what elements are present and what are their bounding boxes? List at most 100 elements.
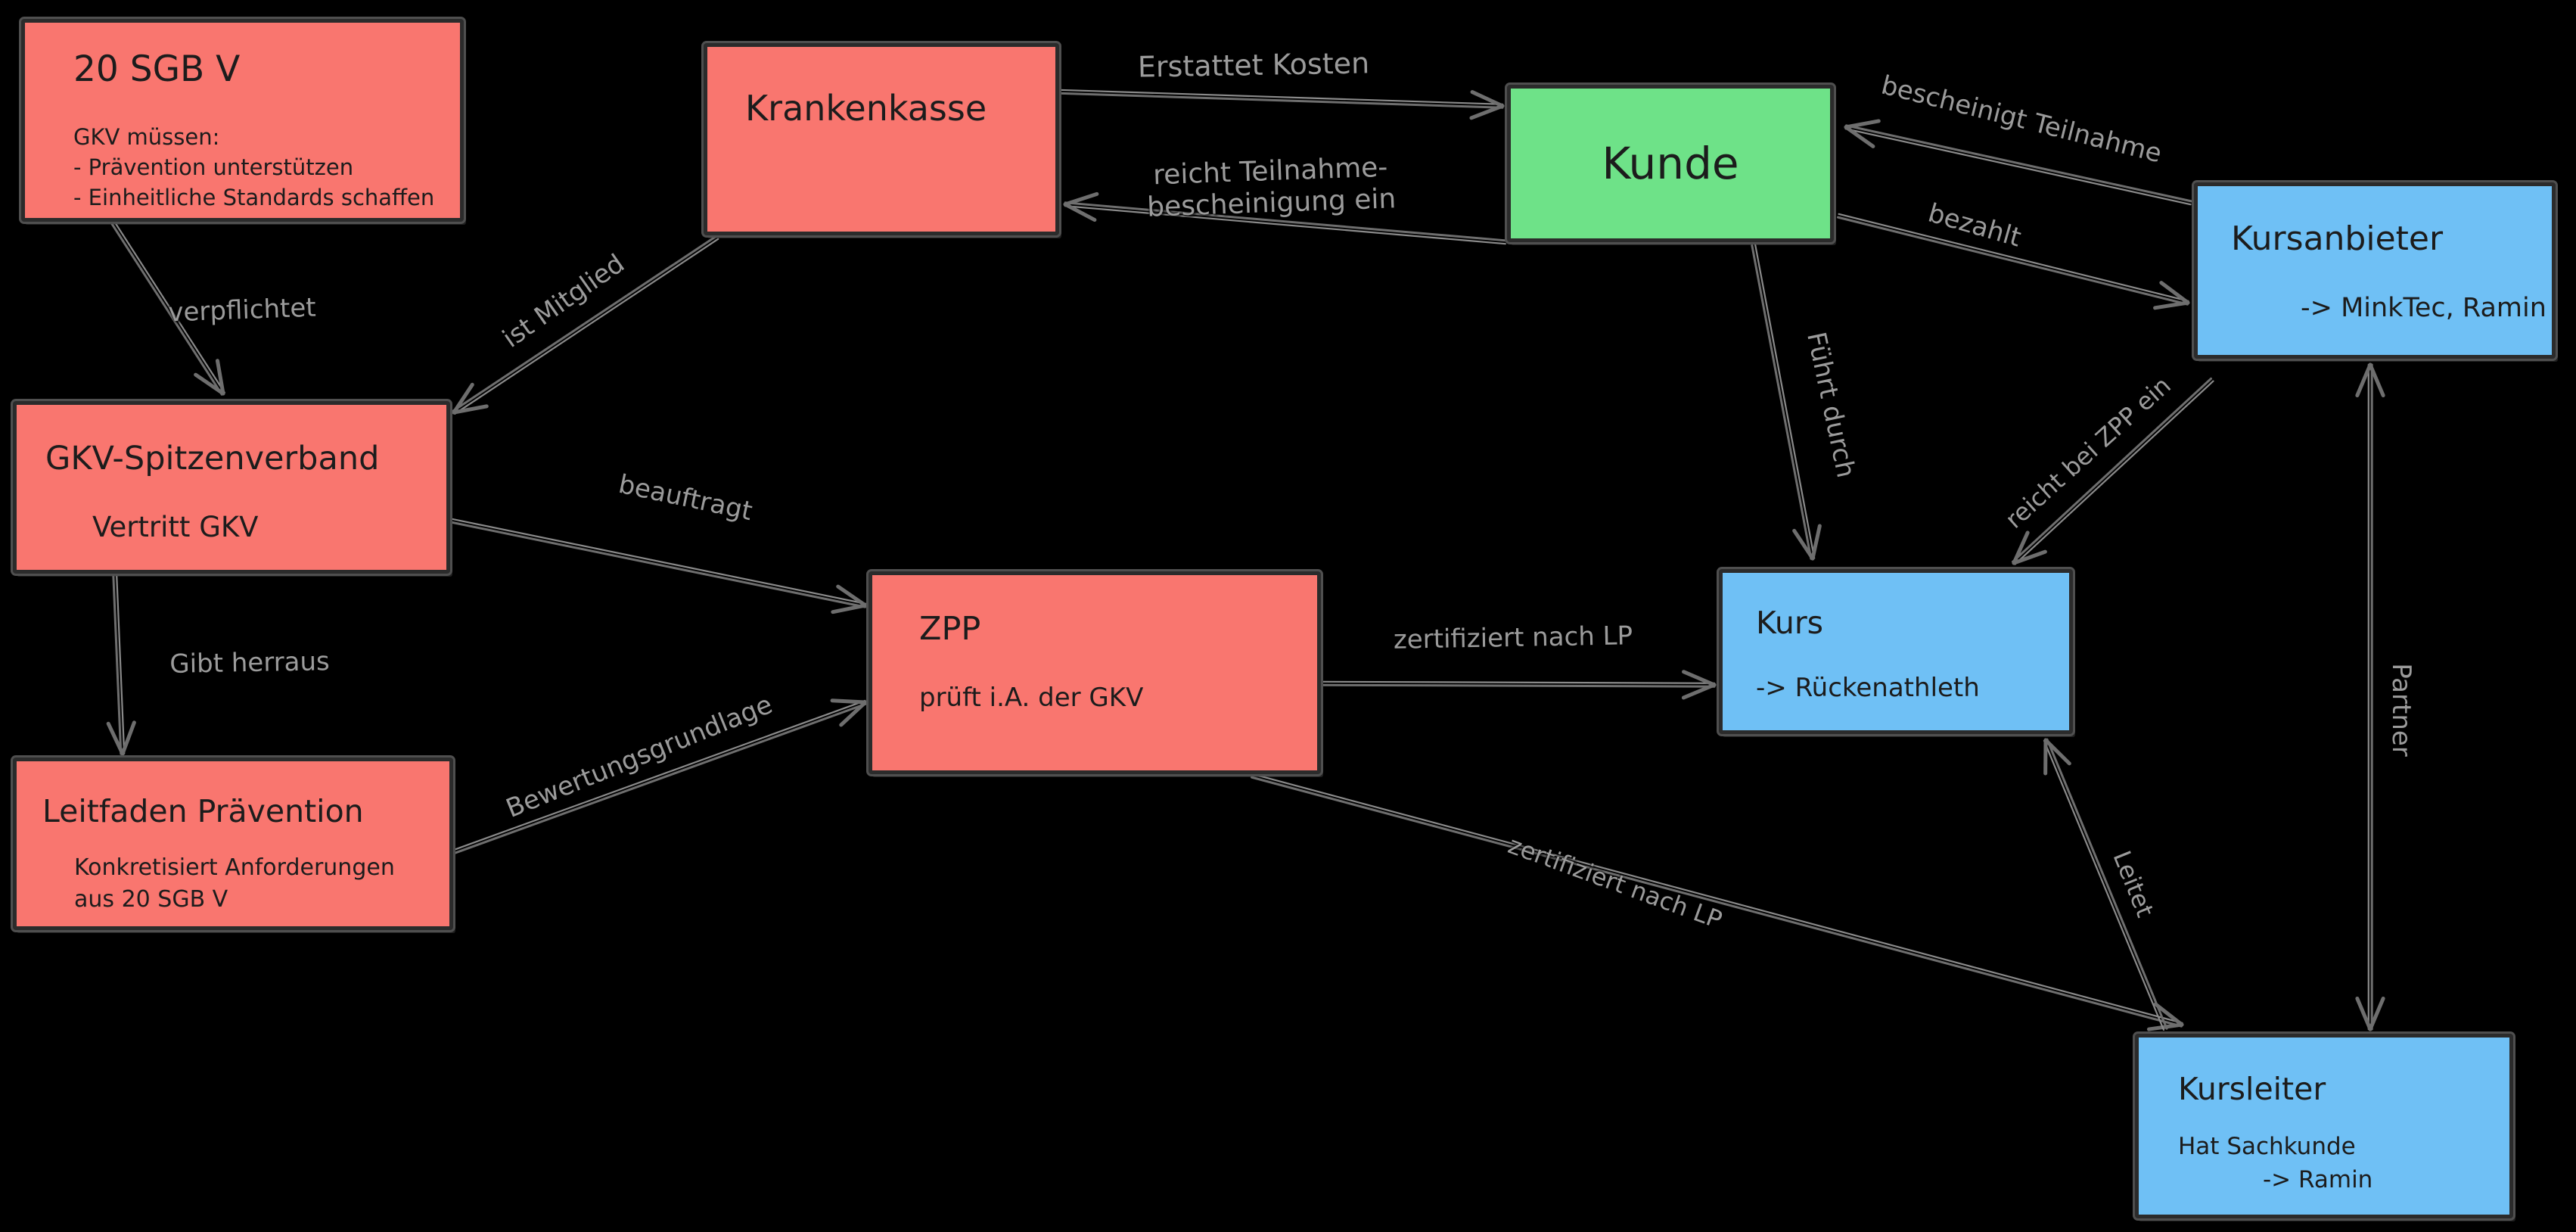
node-kunde[interactable]: Kunde xyxy=(1507,85,1834,242)
edge-stroke xyxy=(454,702,868,854)
arrowhead xyxy=(1470,90,1505,108)
edge-label: verpflichtet xyxy=(167,292,317,328)
edge-stroke xyxy=(1838,213,2189,302)
edge-stroke xyxy=(1058,89,1504,105)
edge-stroke xyxy=(2046,738,2168,1030)
arrowhead xyxy=(1810,524,1822,561)
edge-fuehrt-durch xyxy=(1751,244,1822,561)
edge-stroke xyxy=(1064,205,1506,245)
edge-stroke xyxy=(1064,201,1507,242)
arrowhead xyxy=(2146,1022,2184,1031)
edge-stroke xyxy=(1321,683,1716,688)
arrowhead xyxy=(839,700,868,727)
node-title: Leitfaden Prävention xyxy=(42,793,364,829)
edge-label: bezahlt xyxy=(1925,198,2024,254)
node-title: Kursleiter xyxy=(2178,1071,2326,1107)
edge-stroke xyxy=(1321,680,1716,684)
arrowhead xyxy=(194,372,225,396)
edge-stroke xyxy=(452,235,718,412)
node-body-line: - Prävention unterstützen xyxy=(73,154,354,180)
arrowhead xyxy=(2153,1002,2184,1027)
arrowhead xyxy=(2368,996,2385,1031)
node-body-line: prüft i.A. der GKV xyxy=(919,683,1144,713)
edge-ist-mitglied xyxy=(452,235,719,415)
node-body-line: - Einheitliche Standards schaffen xyxy=(73,185,435,210)
arrowhead xyxy=(1844,119,1881,129)
edge-stroke xyxy=(116,574,126,755)
node-body-line: Konkretisiert Anforderungen xyxy=(74,854,395,881)
edge-stroke xyxy=(2012,377,2213,563)
arrowhead xyxy=(830,698,868,705)
node-title: Kursanbieter xyxy=(2231,219,2444,258)
edge-label: Führt durch xyxy=(1801,329,1861,481)
node-kurs[interactable]: Kurs -> Rückenathleth xyxy=(1719,569,2073,734)
edge-stroke xyxy=(1836,216,2189,306)
edge-reicht-bescheinigung xyxy=(1063,191,1507,245)
arrowhead xyxy=(2043,738,2071,766)
edge-gibt-herraus xyxy=(106,574,136,756)
node-leitfaden-praevention[interactable]: Leitfaden Prävention Konkretisiert Anfor… xyxy=(13,758,453,930)
edge-stroke xyxy=(1058,92,1504,109)
node-title: Kunde xyxy=(1602,138,1739,189)
node-gkv-spitzenverband[interactable]: GKV-Spitzenverband Vertritt GKV xyxy=(13,401,450,574)
edge-stroke xyxy=(1250,776,2183,1028)
arrowhead xyxy=(831,603,868,614)
node-body-line: Vertritt GKV xyxy=(92,511,259,543)
edge-stroke xyxy=(1844,128,2192,206)
edge-stroke xyxy=(453,699,866,851)
edge-label: Erstattet Kosten xyxy=(1137,46,1370,84)
arrowhead xyxy=(215,359,225,396)
arrowhead xyxy=(836,584,868,608)
arrowhead xyxy=(1681,683,1717,700)
arrowhead xyxy=(2159,281,2190,305)
arrowhead xyxy=(1682,670,1717,687)
edge-leitet xyxy=(2043,738,2168,1031)
edge-stroke xyxy=(2043,739,2165,1031)
node-title: Krankenkasse xyxy=(745,88,987,129)
edge-stroke xyxy=(454,238,719,415)
edge-verpflichtet xyxy=(110,221,225,396)
arrowhead xyxy=(1792,528,1815,561)
edge-stroke xyxy=(1251,773,2183,1024)
node-title: GKV-Spitzenverband xyxy=(45,440,380,478)
edge-label: bescheinigt Teilnahme xyxy=(1878,70,2165,170)
edge-stroke xyxy=(110,222,223,396)
node-title: 20 SGB V xyxy=(73,48,241,90)
node-krankenkasse[interactable]: Krankenkasse xyxy=(704,43,1059,235)
edge-stroke xyxy=(450,521,867,608)
edge-label: Partner xyxy=(2386,663,2416,757)
node-20-sgb-v[interactable]: 20 SGB V GKV müssen: - Prävention unters… xyxy=(21,19,464,222)
arrowhead xyxy=(2355,996,2372,1031)
edge-label: zertifiziert nach LP xyxy=(1393,621,1633,655)
edge-label: zertifiziert nach LP xyxy=(1504,830,1726,935)
node-body-line: Hat Sachkunde xyxy=(2178,1133,2356,1160)
edge-label: Gibt herraus xyxy=(169,646,331,680)
arrowhead xyxy=(1063,202,1097,222)
edge-zertifiziert-nach-lp-kurs xyxy=(1321,670,1717,700)
arrowhead xyxy=(106,721,125,756)
edge-stroke xyxy=(113,221,225,394)
edge-label: Bewertungsgrundlage xyxy=(502,689,777,824)
node-kursleiter[interactable]: Kursleiter Hat Sachkunde -> Ramin xyxy=(2135,1034,2513,1218)
arrowhead xyxy=(2012,549,2047,565)
arrowhead xyxy=(1063,191,1099,207)
node-body-line: aus 20 SGB V xyxy=(74,886,228,913)
edge-bewertungsgrundlage xyxy=(453,698,868,854)
edge-stroke xyxy=(451,518,867,605)
arrowhead xyxy=(1469,104,1505,120)
node-body-line: -> MinkTec, Ramin xyxy=(2301,293,2546,323)
node-body-line: -> Rückenathleth xyxy=(1756,673,1980,703)
edge-label: reicht Teilnahme- bescheinigung ein xyxy=(1146,151,1397,223)
arrowhead xyxy=(1844,125,1875,148)
edge-reicht-bei-zpp-ein xyxy=(2012,377,2214,565)
edge-stroke xyxy=(1751,244,1813,560)
arrowhead xyxy=(452,404,489,415)
edge-bescheinigt-teilnahme xyxy=(1844,119,2192,206)
node-kursanbieter[interactable]: Kursanbieter -> MinkTec, Ramin xyxy=(2194,182,2556,359)
edge-zertifiziert-nach-lp-kursleiter xyxy=(1250,773,2184,1031)
edge-label: Leitet xyxy=(2107,846,2160,922)
edge-label: ist Mitglied xyxy=(497,248,630,354)
node-body-line: GKV müssen: xyxy=(73,124,220,150)
edge-stroke xyxy=(1844,124,2192,203)
node-zpp[interactable]: ZPP prüft i.A. der GKV xyxy=(869,571,1321,774)
